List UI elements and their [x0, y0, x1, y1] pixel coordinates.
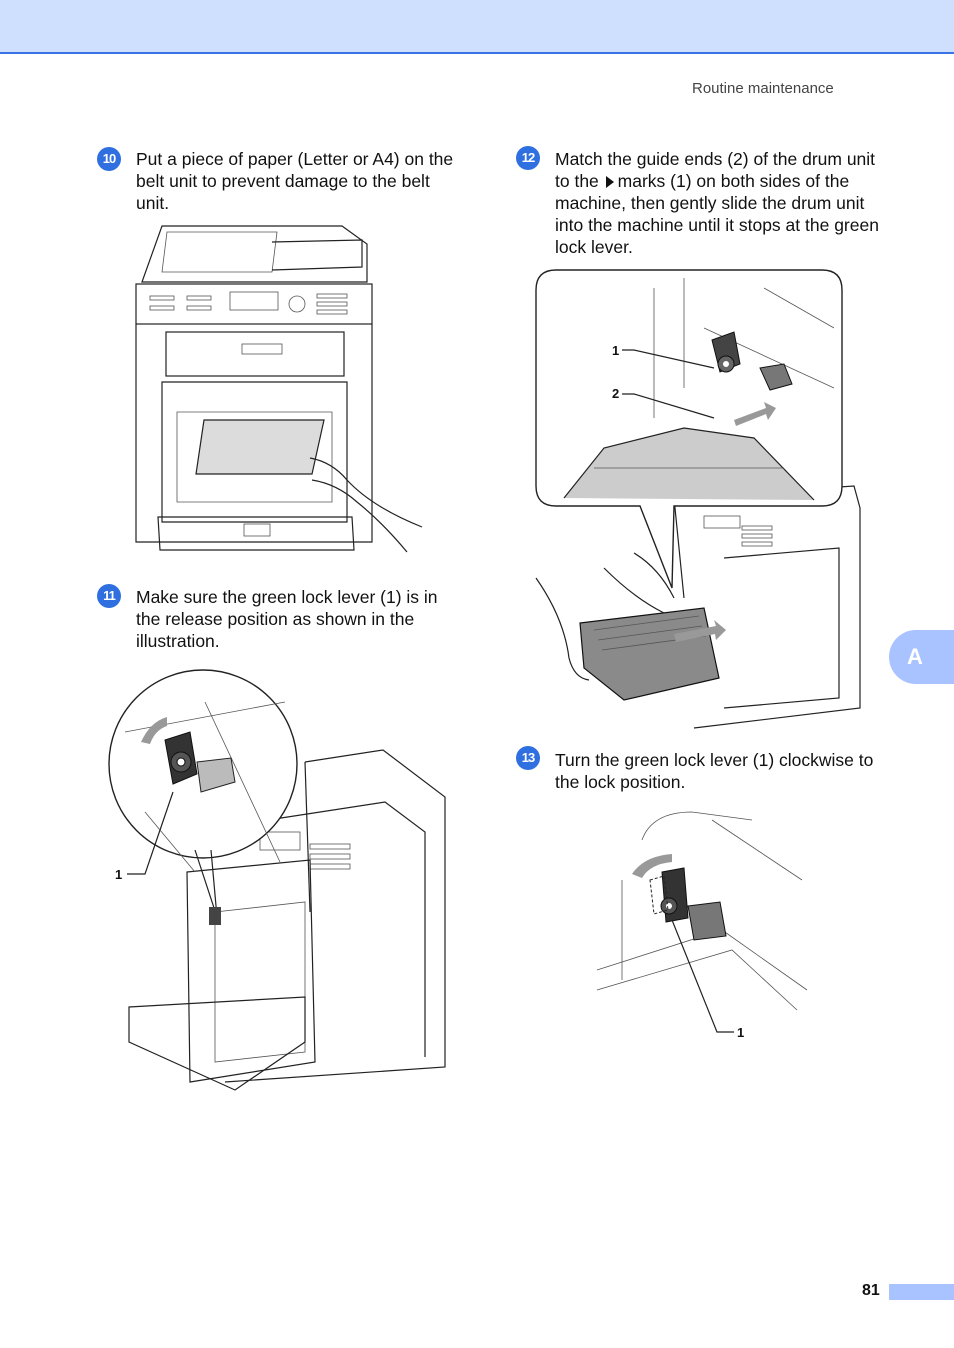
figure-lock-lever-locked: 1	[592, 810, 812, 1042]
step-12-text: Match the guide ends (2) of the drum uni…	[555, 148, 885, 258]
step-10-text: Put a piece of paper (Letter or A4) on t…	[136, 149, 454, 213]
footer-band	[889, 1284, 954, 1300]
step-12-text-after: marks (1) on both sides of the machine, …	[555, 171, 879, 257]
figure-lock-lever-release: 1	[105, 662, 455, 1094]
step-13-text: Turn the green lock lever (1) clockwise …	[555, 750, 874, 792]
callout-label: 1	[737, 1025, 744, 1040]
step-11-text: Make sure the green lock lever (1) is in…	[136, 587, 438, 651]
callout-label: 2	[612, 386, 619, 401]
header-band	[0, 0, 954, 54]
appendix-tab-label: A	[907, 644, 923, 669]
step-number-badge: 13	[516, 746, 540, 770]
step-12-text-before: Match the guide ends (2) of the drum uni…	[555, 149, 876, 191]
callout-label: 1	[115, 867, 122, 882]
callout-label: 1	[612, 343, 619, 358]
section-title: Routine maintenance	[692, 80, 834, 97]
right-triangle-marker-icon	[605, 176, 614, 188]
figure-slide-drum-unit: 1 2	[534, 268, 864, 732]
page-number: 81	[862, 1282, 880, 1299]
appendix-tab: A	[889, 630, 954, 684]
figure-paper-on-belt	[132, 222, 432, 554]
step-number-badge: 12	[516, 146, 540, 170]
step-number-badge: 10	[97, 147, 121, 171]
step-number-badge: 11	[97, 584, 121, 608]
